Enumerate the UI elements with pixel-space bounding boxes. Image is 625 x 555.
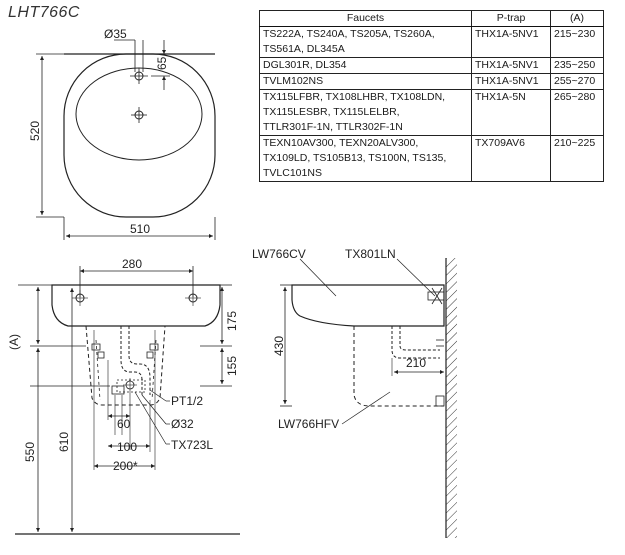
dim-155: 155	[225, 356, 239, 376]
dim-210: 210	[406, 356, 426, 370]
dim-60: 60	[117, 417, 131, 431]
dim-510: 510	[130, 222, 150, 236]
cell-ptrap: THX1A-5N	[471, 89, 551, 136]
dim-175: 175	[225, 311, 239, 331]
basin-top-outline	[63, 53, 216, 218]
front-view	[15, 266, 240, 535]
dim-280: 280	[122, 257, 142, 271]
cell-a: 265~280	[550, 89, 604, 136]
faucet-line: TVLC101NS	[263, 167, 322, 179]
label-tx801ln: TX801LN	[345, 247, 396, 261]
dim-a: (A)	[7, 334, 21, 350]
faucet-line: DGL301R, DL354	[263, 59, 347, 71]
faucet-line: TX115LESBR, TX115LELBR,	[263, 106, 400, 118]
dim-100: 100	[117, 440, 137, 454]
dim-550: 550	[23, 442, 37, 462]
compatibility-table: Faucets P-trap (A) TS222A, TS240A, TS205…	[259, 10, 604, 182]
side-view	[280, 258, 457, 538]
faucet-line: TX109LD, TS105B13, TS100N, TS135,	[263, 152, 447, 164]
dim-65: 65	[155, 56, 169, 70]
label-lw766hfv: LW766HFV	[278, 417, 339, 431]
dim-faucet-hole-dia: Ø35	[104, 27, 127, 41]
cell-a: 235~250	[550, 57, 604, 74]
wall-hatch	[446, 258, 457, 538]
dim-610: 610	[57, 432, 71, 452]
cell-faucets: DGL301R, DL354	[259, 57, 472, 74]
top-view	[36, 39, 216, 240]
faucet-line: TVLM102NS	[263, 75, 324, 87]
faucet-line: TEXN10AV300, TEXN20ALV300,	[263, 137, 419, 149]
model-title: LHT766C	[8, 4, 80, 21]
faucet-line: TS561A, DL345A	[263, 43, 345, 55]
pedestal-side	[353, 326, 444, 407]
dim-520: 520	[28, 121, 42, 141]
table-row: TX115LFBR, TX108LHBR, TX108LDN, TX115LESB…	[259, 89, 604, 136]
cell-faucets: TEXN10AV300, TEXN20ALV300, TX109LD, TS105…	[259, 135, 472, 182]
label-lw766cv: LW766CV	[252, 247, 306, 261]
cell-ptrap: TX709AV6	[471, 135, 551, 182]
table-header-row: Faucets P-trap (A)	[259, 10, 604, 27]
faucet-line: TTLR301F-1N, TTLR302F-1N	[263, 121, 403, 133]
pedestal-outline	[85, 325, 166, 406]
cell-ptrap: THX1A-5NV1	[471, 26, 551, 58]
faucet-line: TS222A, TS240A, TS205A, TS260A,	[263, 28, 435, 40]
basin-front	[51, 284, 221, 327]
faucet-line: TX115LFBR, TX108LHBR, TX108LDN,	[263, 91, 446, 103]
trap-outline	[120, 326, 143, 395]
label-d32: Ø32	[171, 417, 194, 431]
basin-side	[291, 284, 445, 327]
cell-ptrap: THX1A-5NV1	[471, 73, 551, 90]
label-trap: TX723L	[171, 438, 213, 452]
cell-faucets: TVLM102NS	[259, 73, 472, 90]
label-pt: PT1/2	[171, 394, 203, 408]
cell-a: 210~225	[550, 135, 604, 182]
dim-200: 200*	[113, 459, 138, 473]
header-ptrap: P-trap	[471, 10, 551, 27]
table-row: TEXN10AV300, TEXN20ALV300, TX109LD, TS105…	[259, 135, 604, 182]
dim-430: 430	[272, 336, 286, 356]
